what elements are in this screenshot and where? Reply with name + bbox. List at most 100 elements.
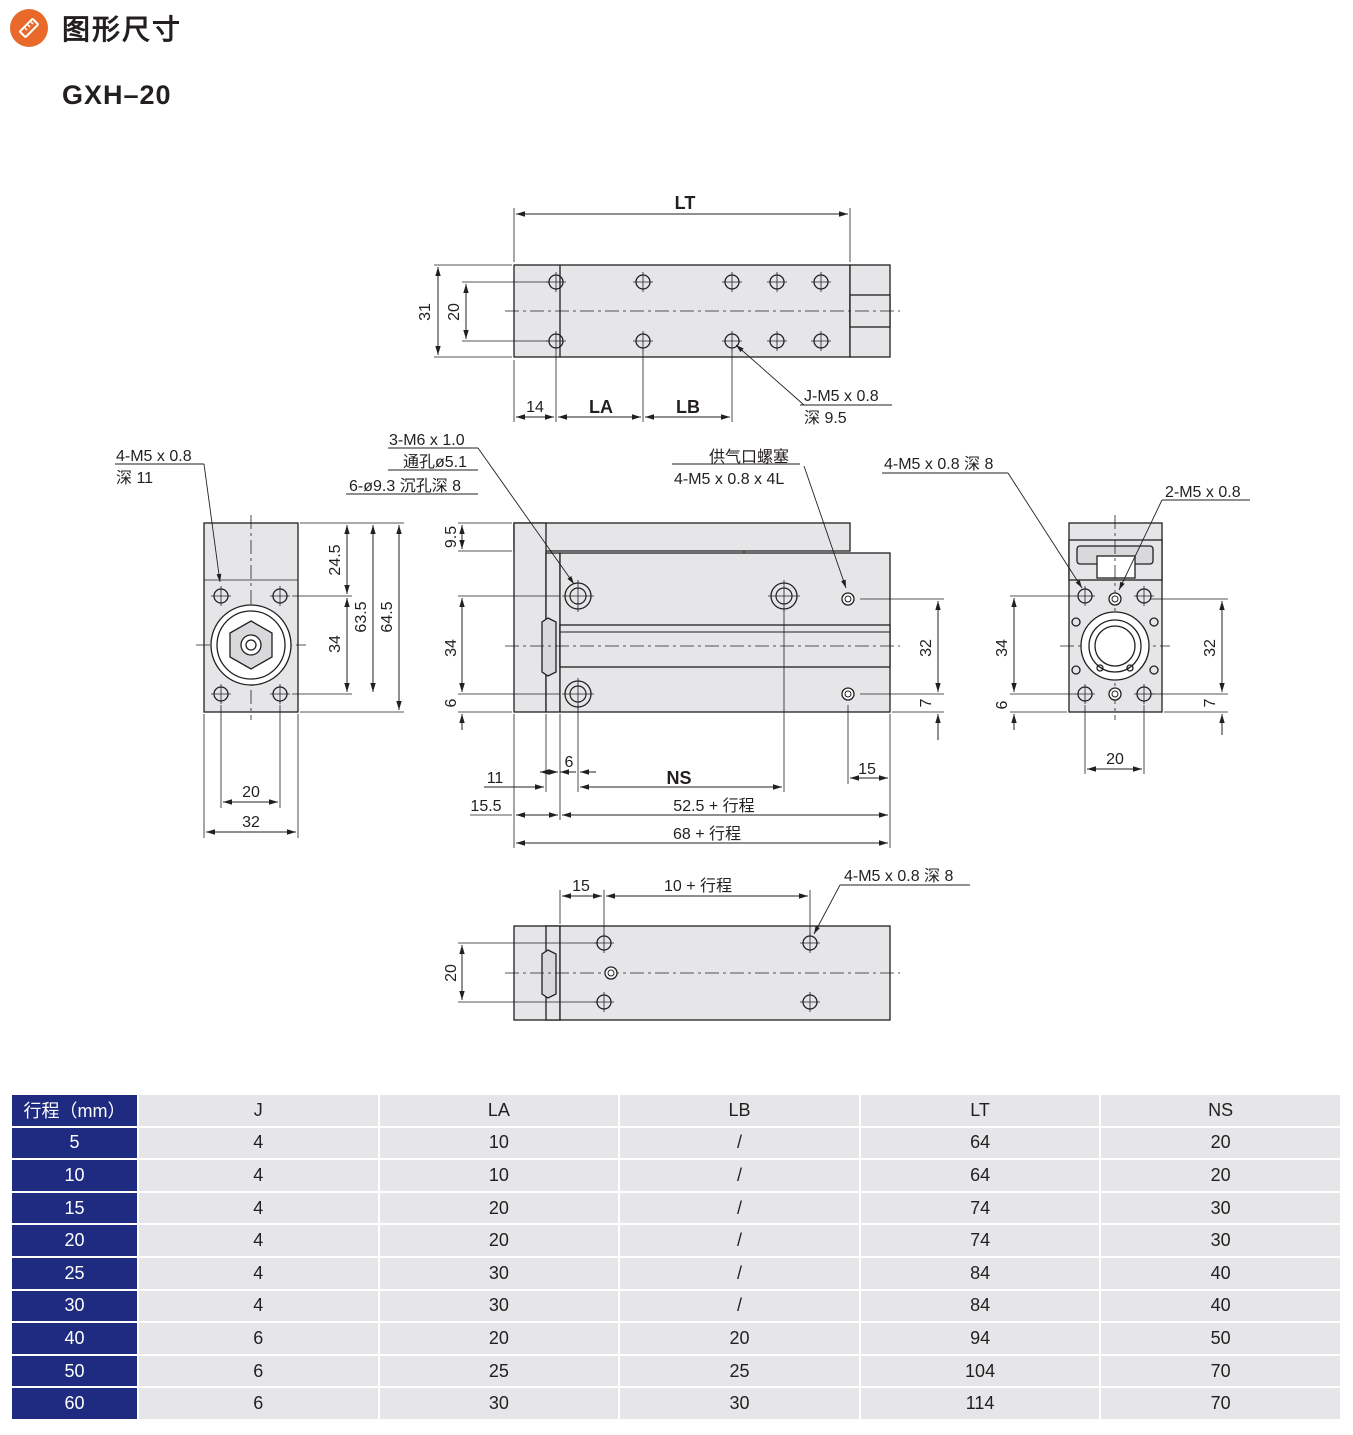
cell-j: 6 [138,1387,380,1421]
dim-63-5: 63.5 [353,601,370,632]
ruler-pencil-icon [10,9,48,47]
table-row: 60 6 30 30 114 70 [12,1387,1342,1421]
callout-2-m5: 2-M5 x 0.8 [1165,484,1241,501]
dim-15: 15 [572,878,590,895]
callout-counterbore: 6-ø9.3 沉孔深 8 [349,477,461,495]
table-row: 40 6 20 20 94 50 [12,1322,1342,1356]
table-row: 30 4 30 / 84 40 [12,1289,1342,1324]
table-row: 50 6 25 25 104 70 [12,1354,1342,1389]
callout-depth-11: 深 11 [116,469,153,487]
cell-ns: 30 [1100,1224,1342,1258]
cell-la: 30 [378,1289,621,1324]
dim-15-5: 15.5 [470,798,501,815]
dim-7: 7 [1202,698,1219,707]
cell-j: 4 [138,1289,380,1324]
dim-15: 15 [858,761,876,778]
callout-j-m5: J-M5 x 0.8 [804,388,879,405]
cell-la: 30 [378,1387,621,1421]
dim-lb: LB [676,397,700,417]
cell-la: 20 [378,1191,621,1226]
cell-lt: 74 [859,1224,1102,1258]
cell-stroke: 15 [12,1191,139,1226]
front-view [346,447,944,848]
cell-la: 30 [378,1256,621,1291]
cell-lb: / [619,1256,861,1291]
callout-4-m5: 4-M5 x 0.8 [116,448,192,465]
cell-stroke: 5 [12,1126,139,1161]
dim-34: 34 [994,639,1011,657]
dim-7: 7 [918,698,935,707]
cell-lt: 64 [859,1159,1102,1193]
dim-34: 34 [443,639,460,657]
dim-6: 6 [443,698,460,707]
cell-lb: 20 [619,1322,861,1356]
dimension-drawing: LT 31 20 14 LA LB J-M5 x 0.8 深 9.5 [115,193,1250,1021]
dim-68-stroke: 68 + 行程 [673,825,741,843]
cell-j: 6 [138,1354,380,1389]
cell-j: 4 [138,1126,380,1161]
dim-31: 31 [417,303,434,321]
col-header-lt: LT [859,1095,1102,1128]
dim-ns: NS [666,768,691,788]
dim-32: 32 [1202,639,1219,657]
cell-stroke: 60 [12,1387,139,1421]
cell-la: 20 [378,1322,621,1356]
dim-64-5: 64.5 [379,601,396,632]
cell-lt: 74 [859,1191,1102,1226]
col-header-lb: LB [619,1095,861,1128]
dim-20: 20 [242,784,260,801]
cell-lt: 94 [859,1322,1102,1356]
col-header-stroke: 行程（mm） [12,1095,139,1128]
cell-lt: 84 [859,1256,1102,1291]
table-header-row: 行程（mm） J LA LB LT NS [12,1095,1342,1128]
dim-20: 20 [443,964,460,982]
dim-34: 34 [327,635,344,653]
model-title: GXH–20 [62,80,172,110]
cell-stroke: 25 [12,1256,139,1291]
dim-52-5-stroke: 52.5 + 行程 [673,797,754,815]
cell-stroke: 30 [12,1289,139,1324]
cell-ns: 30 [1100,1191,1342,1226]
cell-lt: 104 [859,1354,1102,1389]
table-row: 15 4 20 / 74 30 [12,1191,1342,1226]
cell-lt: 114 [859,1387,1102,1421]
cell-la: 25 [378,1354,621,1389]
cell-stroke: 50 [12,1354,139,1389]
callout-3-m6: 3-M6 x 1.0 [389,432,465,449]
cell-lt: 84 [859,1289,1102,1324]
cell-la: 10 [378,1159,621,1193]
cell-stroke: 10 [12,1159,139,1193]
cell-lb: / [619,1126,861,1161]
callout-4-m5-depth-8: 4-M5 x 0.8 深 8 [844,867,953,885]
col-header-ns: NS [1100,1095,1342,1128]
cell-ns: 20 [1100,1126,1342,1161]
cell-ns: 70 [1100,1387,1342,1421]
bottom-view-holes [593,932,821,1013]
cell-stroke: 20 [12,1224,139,1258]
table-row: 20 4 20 / 74 30 [12,1224,1342,1258]
cell-ns: 50 [1100,1322,1342,1356]
cell-lb: / [619,1191,861,1226]
table-row: 10 4 10 / 64 20 [12,1159,1342,1193]
cell-j: 6 [138,1322,380,1356]
stroke-spec-table: 行程（mm） J LA LB LT NS 5 4 10 / 64 20 10 4… [12,1095,1342,1421]
dim-6: 6 [994,700,1011,709]
cell-la: 20 [378,1224,621,1258]
cell-ns: 40 [1100,1256,1342,1291]
table-row: 25 4 30 / 84 40 [12,1256,1342,1291]
cell-la: 10 [378,1126,621,1161]
callout-air-supply: 供气口螺塞 [709,448,789,466]
dim-10-stroke: 10 + 行程 [664,877,732,895]
section-header: 图形尺寸 [10,8,182,48]
cell-lb: 25 [619,1354,861,1389]
cell-j: 4 [138,1224,380,1258]
dim-6-b: 6 [565,754,574,771]
cell-j: 4 [138,1256,380,1291]
top-view [434,208,900,422]
callout-air-port: 4-M5 x 0.8 x 4L [674,471,784,488]
bottom-view [458,884,970,1021]
dim-la: LA [589,397,613,417]
cell-ns: 70 [1100,1354,1342,1389]
cell-lb: / [619,1159,861,1193]
cell-ns: 40 [1100,1289,1342,1324]
